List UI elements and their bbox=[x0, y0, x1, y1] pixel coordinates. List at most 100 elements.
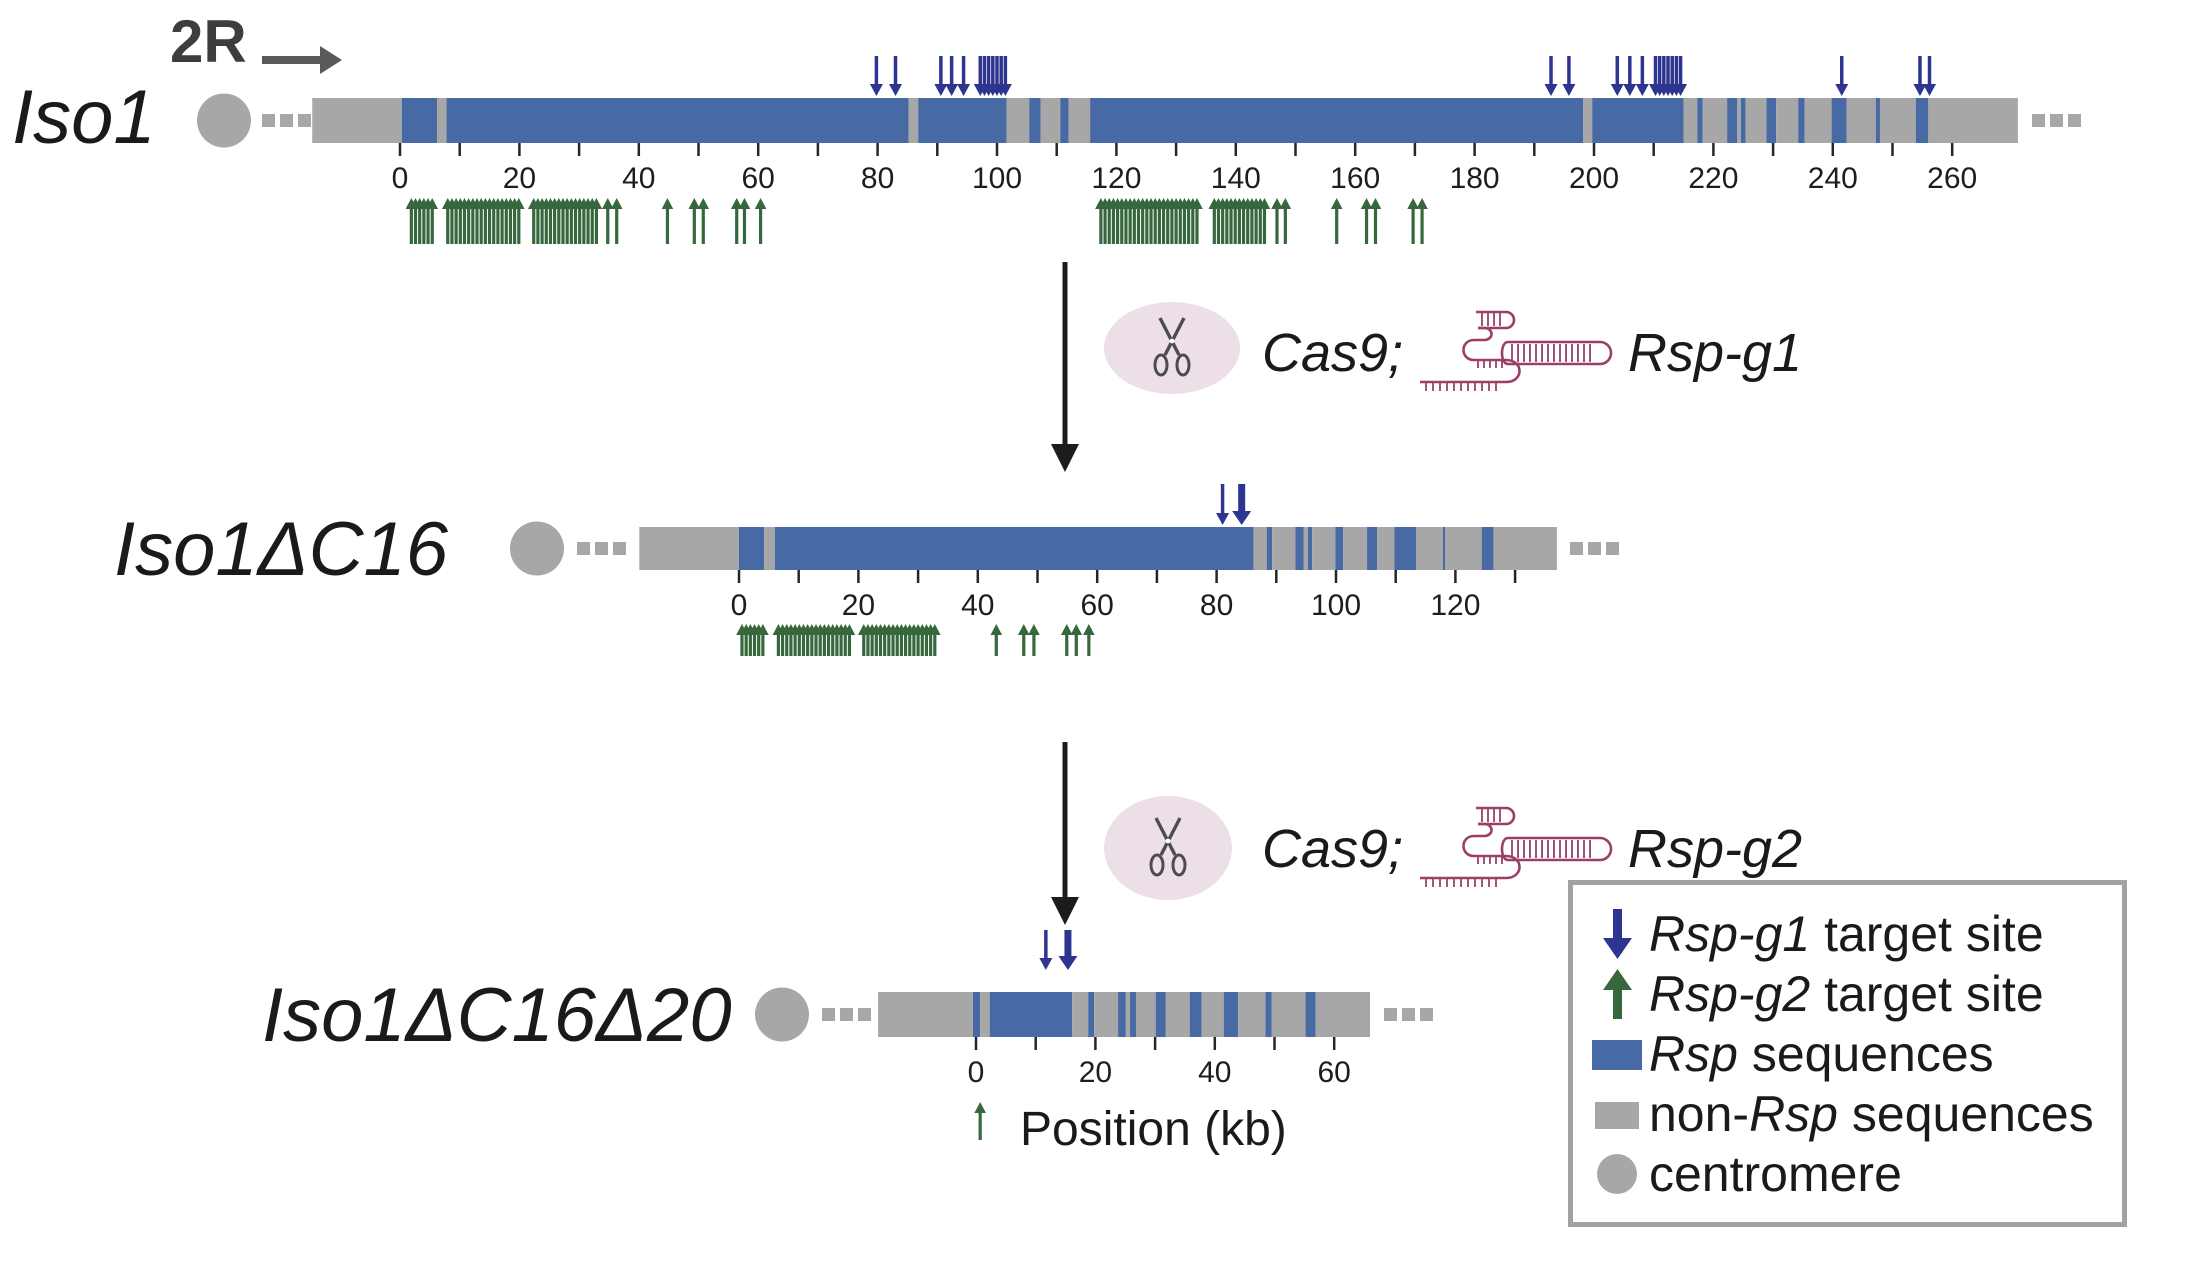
cas9-label-step2: Cas9; bbox=[1262, 819, 1404, 879]
continuation-dashes bbox=[1606, 542, 1619, 555]
continuation-dashes bbox=[298, 114, 311, 127]
non-rsp-segment bbox=[1201, 992, 1224, 1037]
edit-step bbox=[1051, 742, 1232, 925]
rsp-segment bbox=[1295, 527, 1304, 570]
rsp-g1-target-site bbox=[1544, 84, 1558, 96]
non-rsp-segment bbox=[1493, 527, 1557, 570]
non-rsp-segment bbox=[980, 992, 990, 1037]
scissors-icon bbox=[1149, 853, 1165, 877]
rsp-g1-target-site bbox=[1835, 84, 1849, 96]
guide-label-rsp-g1: Rsp-g1 bbox=[1628, 323, 1803, 383]
rsp-g2-target-site bbox=[1083, 624, 1095, 635]
axis-tick-label: 0 bbox=[968, 1056, 985, 1089]
non-rsp-sequence-swatch-icon bbox=[1585, 1086, 1649, 1142]
rsp-g2-target-site bbox=[610, 198, 623, 209]
non-rsp-segment bbox=[1135, 992, 1156, 1037]
grna-icon bbox=[1420, 310, 1613, 391]
continuation-dashes bbox=[1420, 1008, 1433, 1021]
rsp-g1-target-site bbox=[1058, 956, 1078, 970]
rsp-g2-target-site bbox=[1407, 198, 1419, 209]
rsp-segment bbox=[1223, 992, 1239, 1037]
axis-tick-label: 240 bbox=[1808, 162, 1858, 195]
continuation-dashes bbox=[1384, 1008, 1397, 1021]
axis-tick-label: 60 bbox=[742, 162, 775, 195]
rsp-g2-target-site bbox=[1360, 198, 1373, 209]
centromere bbox=[755, 987, 809, 1042]
rsp-g1-target-site bbox=[934, 84, 948, 96]
rsp-segment bbox=[1029, 98, 1041, 143]
axis-tick-label: 120 bbox=[1430, 589, 1480, 622]
rsp-g2-target-site bbox=[688, 198, 701, 209]
edit-step bbox=[1051, 262, 1240, 472]
rsp-segment bbox=[1394, 527, 1416, 570]
rsp-segment bbox=[1118, 992, 1126, 1037]
rsp-g1-target-site bbox=[1635, 84, 1649, 96]
rsp-segment bbox=[1592, 98, 1684, 143]
rsp-g2-target-site bbox=[426, 198, 439, 209]
continuation-dashes bbox=[2032, 114, 2045, 127]
rsp-segment bbox=[401, 98, 438, 143]
position-axis-title: Position (kb) bbox=[1020, 1103, 1287, 1156]
rsp-segment bbox=[1130, 992, 1136, 1037]
arm-direction-arrow bbox=[262, 46, 342, 74]
rsp-g1-target-site bbox=[998, 84, 1012, 96]
rsp-segment bbox=[1697, 98, 1703, 143]
rsp-g1-target-site bbox=[1913, 84, 1927, 96]
continuation-dashes bbox=[262, 114, 275, 127]
grna-icon bbox=[1462, 822, 1493, 858]
track-label-iso1: Iso1 bbox=[12, 75, 156, 160]
non-rsp-segment bbox=[1343, 527, 1368, 570]
centromere bbox=[197, 93, 251, 148]
non-rsp-segment bbox=[1272, 527, 1296, 570]
non-rsp-segment bbox=[1737, 98, 1741, 143]
legend-label: Rsp sequences bbox=[1649, 1025, 1994, 1082]
rsp-g2-target-site bbox=[929, 624, 941, 635]
non-rsp-segment bbox=[1006, 98, 1030, 143]
non-rsp-segment bbox=[1445, 527, 1482, 570]
process-arrow bbox=[1051, 897, 1079, 925]
non-rsp-segment bbox=[1315, 992, 1371, 1037]
axis-tick-label: 40 bbox=[622, 162, 655, 195]
rsp-g2-target-site bbox=[730, 198, 743, 209]
non-rsp-segment bbox=[1303, 527, 1308, 570]
non-rsp-segment bbox=[1072, 992, 1089, 1037]
rsp-segment bbox=[1727, 98, 1738, 143]
rsp-segment bbox=[446, 98, 909, 143]
rsp-segment bbox=[1088, 992, 1095, 1037]
axis-tick-label: 260 bbox=[1927, 162, 1977, 195]
legend-item-non-rsp-sequences: non-Rsp sequences bbox=[1585, 1084, 2122, 1144]
centromere bbox=[510, 521, 564, 576]
rsp-g2-target-site bbox=[661, 198, 674, 209]
grna-icon bbox=[1474, 854, 1521, 880]
scissors-icon bbox=[1171, 853, 1187, 877]
scissors-icon bbox=[1158, 317, 1181, 356]
legend-label: Rsp-g1 target site bbox=[1649, 905, 2044, 962]
axis-tick-label: 180 bbox=[1450, 162, 1500, 195]
rsp-segment bbox=[1307, 527, 1313, 570]
scissors-icon bbox=[1175, 353, 1191, 377]
rsp-g2-target-site bbox=[754, 198, 767, 209]
rsp-g2-target-site bbox=[990, 624, 1003, 635]
axis-tick-label: 0 bbox=[392, 162, 409, 195]
axis-tick-label: 80 bbox=[861, 162, 894, 195]
non-rsp-segment bbox=[1879, 98, 1916, 143]
process-arrow bbox=[1051, 444, 1079, 472]
cas9-scissors-icon bbox=[1104, 796, 1232, 900]
axis-tick-label: 100 bbox=[1311, 589, 1361, 622]
rsp-g2-target-site bbox=[513, 198, 525, 209]
axis-tick-label: 0 bbox=[731, 589, 748, 622]
non-rsp-segment bbox=[1415, 527, 1443, 570]
continuation-dashes bbox=[1588, 542, 1601, 555]
rsp-g1-down-arrow-icon bbox=[1585, 906, 1649, 962]
non-rsp-segment bbox=[1165, 992, 1190, 1037]
legend-box: Rsp-g1 target site Rsp-g2 target site Rs… bbox=[1568, 880, 2127, 1227]
rsp-g2-target-site bbox=[1330, 198, 1343, 209]
grna-icon bbox=[1476, 806, 1516, 826]
continuation-dashes bbox=[280, 114, 293, 127]
grna-icon bbox=[1420, 806, 1613, 887]
rsp-segment bbox=[1831, 98, 1847, 143]
rsp-segment bbox=[1060, 98, 1069, 143]
